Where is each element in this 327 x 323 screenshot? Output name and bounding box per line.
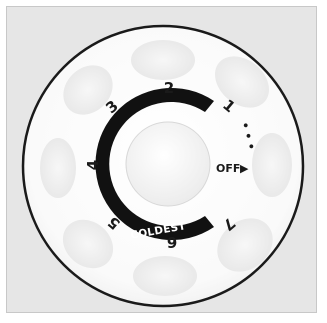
dial-number-4: 4 <box>84 160 102 170</box>
knob-center-hub <box>126 122 210 206</box>
dial-number-2: 2 <box>164 79 174 97</box>
dial-number-6: 6 <box>167 233 177 251</box>
off-arrow-icon: ▶ <box>240 162 249 175</box>
off-label: OFF <box>216 162 240 175</box>
